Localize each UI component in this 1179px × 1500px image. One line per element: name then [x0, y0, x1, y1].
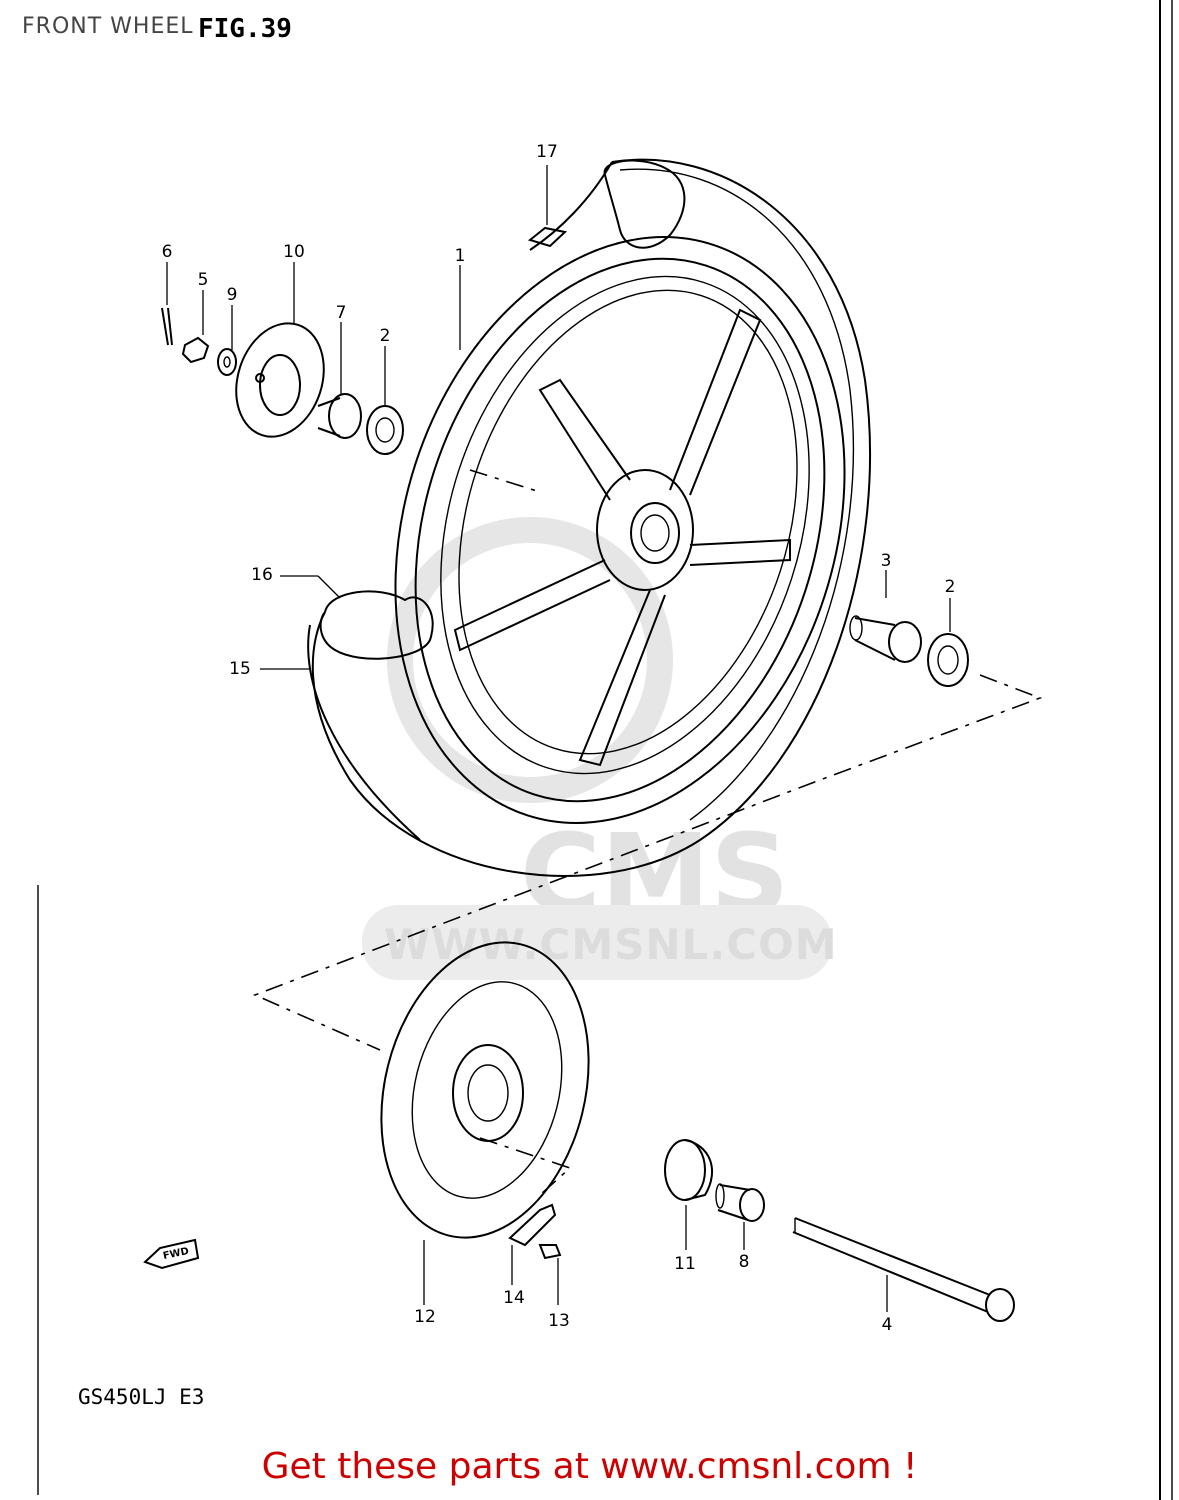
washer: [217, 348, 237, 376]
figure-label: FIG.39: [198, 14, 292, 44]
callout-5: 5: [197, 270, 209, 290]
axle-4: [792, 1217, 1015, 1322]
callout-13: 13: [548, 1311, 570, 1331]
callout-8: 8: [738, 1252, 750, 1272]
bearing-right: [927, 633, 969, 687]
bearing-left: [366, 405, 404, 455]
callout-11: 11: [674, 1254, 696, 1274]
callout-1: 1: [454, 246, 466, 266]
callout-2-right: 2: [944, 577, 956, 597]
tire-loop-top: [603, 159, 686, 249]
tire: [311, 158, 872, 877]
callout-9: 9: [226, 285, 238, 305]
speedometer-gearbox: [235, 322, 325, 438]
axis-line-upper: [469, 469, 541, 493]
callout-6: 6: [161, 242, 173, 262]
callout-3: 3: [880, 551, 892, 571]
callout-4: 4: [881, 1315, 893, 1335]
callout-7: 7: [335, 303, 347, 323]
collar-11: [664, 1139, 714, 1201]
callout-2-left: 2: [379, 326, 391, 346]
cotter-pin: [161, 307, 173, 346]
spacer-3: [849, 615, 922, 663]
callout-16: 16: [251, 565, 273, 585]
tire-section: [307, 590, 434, 841]
brake-disc: [380, 941, 590, 1239]
spacer-8: [715, 1183, 765, 1222]
callout-17: 17: [536, 142, 558, 162]
axis-line-lower: [479, 1137, 572, 1196]
callout-15: 15: [229, 659, 251, 679]
lock-washer-14: [508, 1203, 557, 1247]
axis-line-disc: [252, 674, 1043, 1051]
page-title: FRONT WHEEL: [22, 14, 194, 39]
callout-14: 14: [503, 1288, 525, 1308]
model-code: GS450LJ E3: [78, 1385, 205, 1409]
callout-10: 10: [283, 242, 305, 262]
spacer-7: [317, 393, 362, 439]
footer-link[interactable]: Get these parts at www.cmsnl.com !: [261, 1446, 918, 1487]
rim-wheel: [394, 226, 846, 824]
fwd-arrow: [143, 1238, 200, 1270]
watermark-url: WWW.CMSNL.COM: [384, 920, 838, 969]
nut: [181, 336, 210, 364]
bolt-13: [538, 1244, 562, 1260]
callout-12: 12: [414, 1307, 436, 1327]
